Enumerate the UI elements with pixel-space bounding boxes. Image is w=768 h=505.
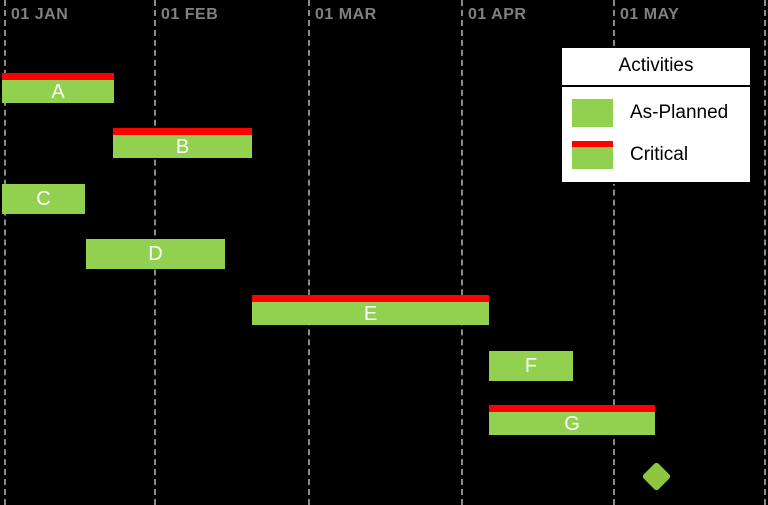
activity-bar-a: A: [2, 73, 114, 103]
month-label: 01 MAY: [620, 6, 680, 23]
activity-bar-label: F: [524, 355, 538, 377]
legend-body: As-Planned Critical: [562, 87, 750, 182]
activity-bar-f: F: [489, 351, 573, 381]
legend-item-label: Critical: [630, 144, 689, 165]
activity-bar-label: D: [148, 243, 163, 265]
legend-item-critical: Critical: [572, 141, 740, 169]
month-label: 01 FEB: [161, 6, 219, 23]
legend-item-label: As-Planned: [630, 102, 729, 123]
activity-bar-e: E: [252, 295, 489, 325]
month-gridline: [764, 0, 766, 505]
legend-title: Activities: [562, 48, 750, 87]
month-gridline: [461, 0, 463, 505]
activity-bar-label: E: [363, 302, 378, 325]
month-gridline: [613, 0, 615, 505]
activity-bar-label: C: [36, 188, 51, 210]
legend-item-as-planned: As-Planned: [572, 99, 740, 127]
activity-bar-label: G: [564, 412, 580, 435]
critical-swatch-icon: [572, 141, 613, 169]
month-gridline: [308, 0, 310, 505]
activity-bar-label: A: [51, 80, 65, 103]
activity-bar-c: C: [2, 184, 85, 214]
legend: Activities As-Planned Critical: [560, 46, 752, 184]
month-label: 01 APR: [468, 6, 527, 23]
activity-bar-label: B: [175, 135, 190, 158]
month-label: 01 MAR: [315, 6, 377, 23]
milestone-diamond-icon: [641, 461, 671, 491]
activity-bar-b: B: [113, 128, 252, 158]
month-gridline: [4, 0, 6, 505]
activity-bar-g: G: [489, 405, 655, 435]
month-label: 01 JAN: [11, 6, 69, 23]
as-planned-swatch-icon: [572, 99, 613, 127]
activity-bar-d: D: [86, 239, 225, 269]
